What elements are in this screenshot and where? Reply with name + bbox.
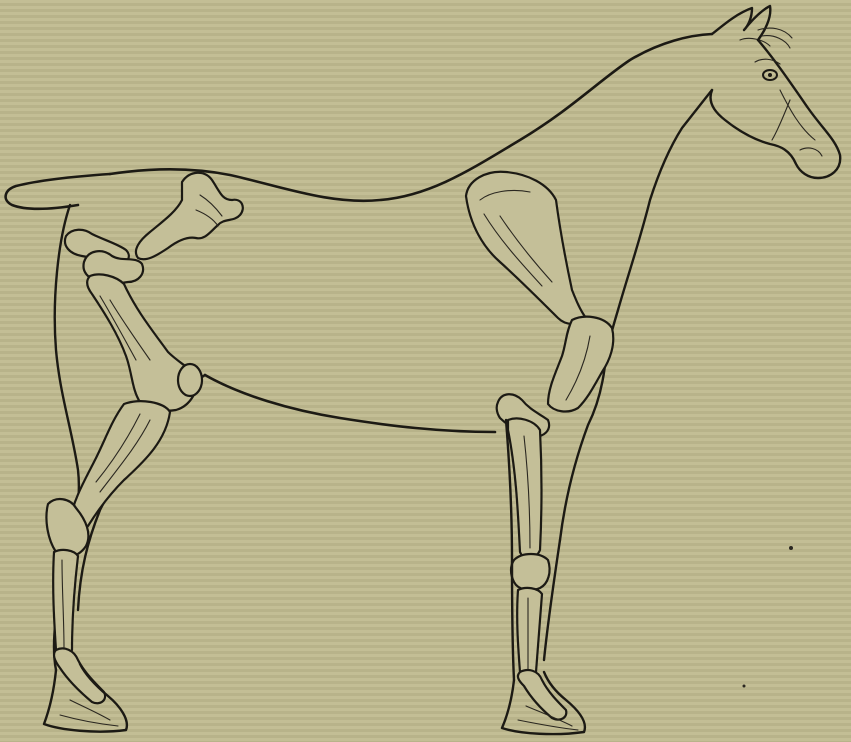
patella-bone bbox=[178, 364, 202, 396]
knee-bone bbox=[511, 554, 550, 590]
